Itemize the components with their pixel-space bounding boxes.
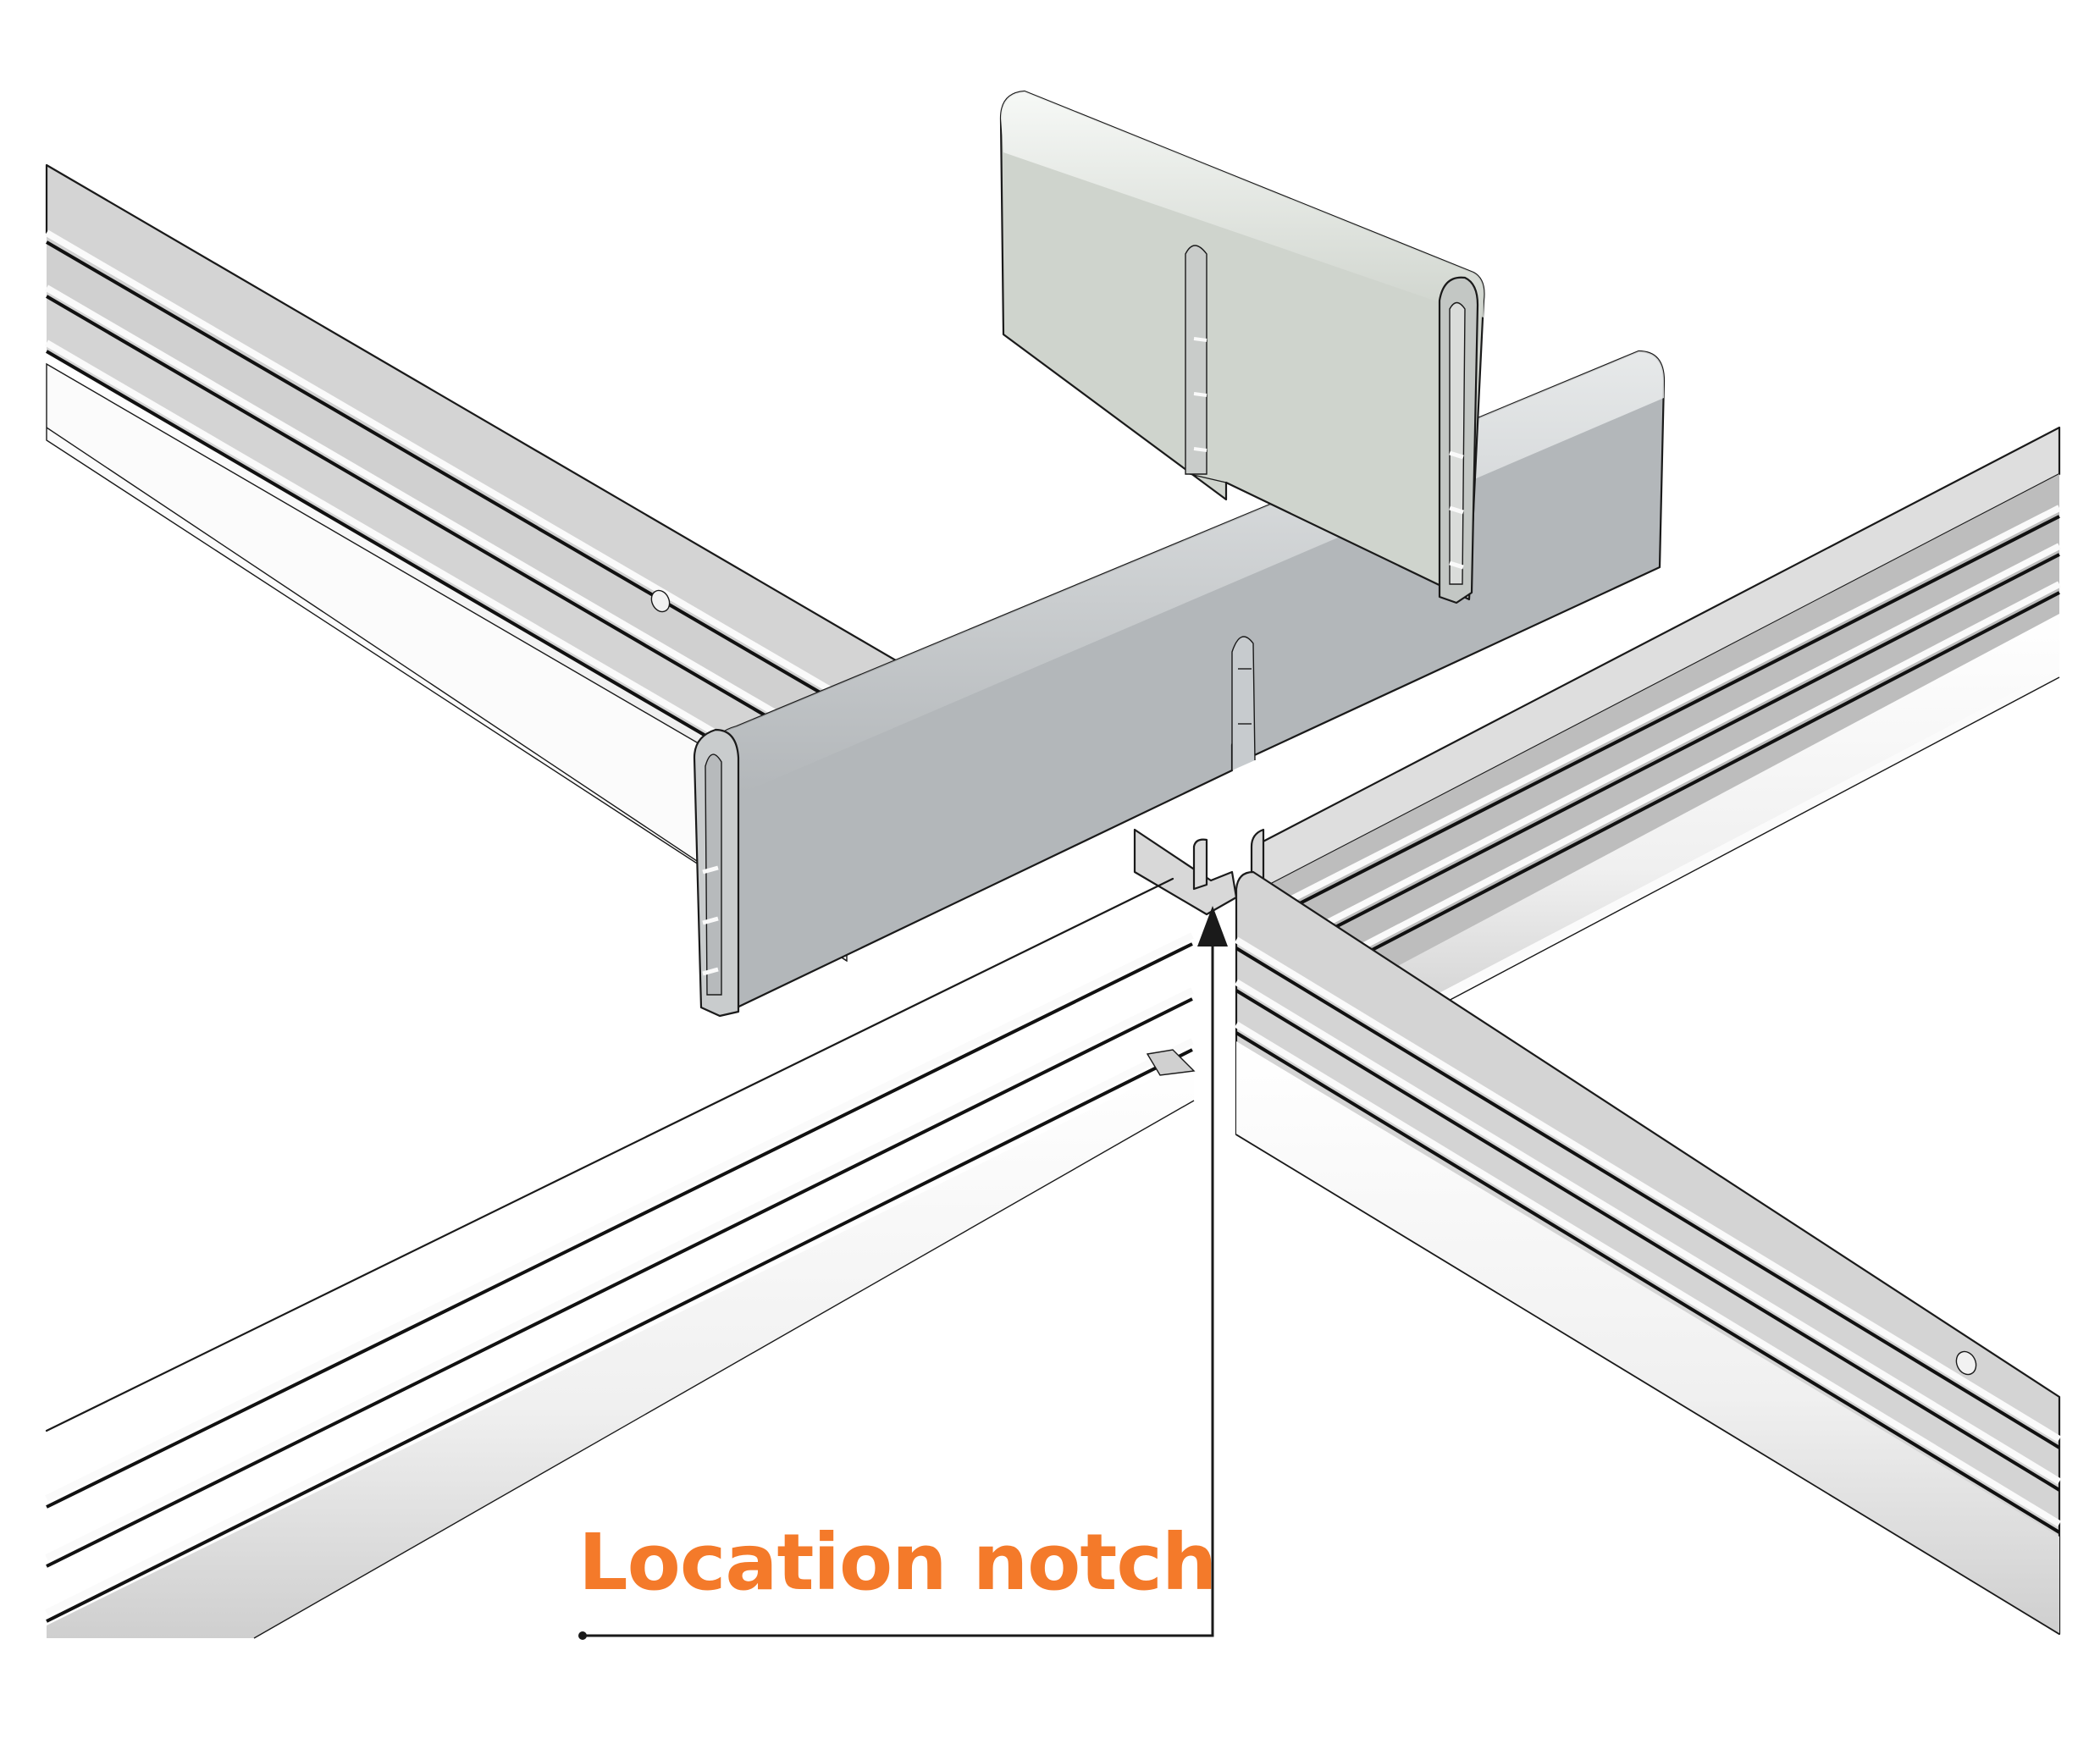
fixing-hole-icon bbox=[1955, 1350, 1977, 1376]
notch-intersection bbox=[1133, 828, 1238, 916]
rail-front-left bbox=[45, 877, 1196, 1639]
divider-slot bbox=[1231, 636, 1256, 770]
clip-teeth bbox=[702, 865, 719, 976]
divider-slot bbox=[1185, 245, 1208, 475]
rail-front-right bbox=[1234, 870, 2062, 1636]
fixing-hole-icon bbox=[650, 589, 671, 613]
rail-back-right bbox=[1250, 426, 2061, 1042]
callout-label-location-notch: Location notch bbox=[578, 1517, 1217, 1608]
arrow-up-icon bbox=[1197, 906, 1228, 946]
callout-leader bbox=[578, 906, 1228, 1640]
leader-dot-icon bbox=[578, 1631, 587, 1640]
rail-back-left bbox=[44, 163, 913, 963]
divider-small bbox=[999, 90, 1485, 604]
